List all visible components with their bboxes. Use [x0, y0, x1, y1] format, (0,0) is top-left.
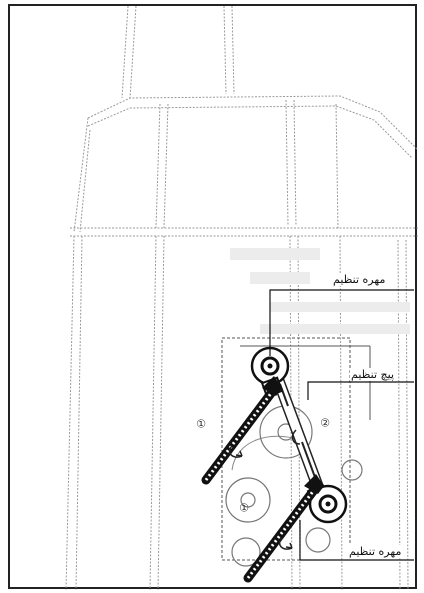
marker-2: ② [320, 417, 330, 430]
bottom-rod-end [306, 484, 348, 524]
wrench-bottom [243, 474, 324, 583]
housing-cap [70, 95, 419, 237]
svg-text:②: ② [320, 417, 330, 430]
callout-top-nut: مهره تنظیم [332, 273, 387, 286]
wrench-top [201, 376, 282, 485]
marker-1-bottom: ① [239, 502, 249, 515]
callout-bottom-nut: مهره تنظیم [348, 545, 403, 558]
rotation-arrows [228, 429, 301, 550]
housing-body [65, 235, 409, 591]
callout-adjust-screw: پیچ تنظیم [350, 368, 396, 381]
upper-column [121, 5, 235, 99]
svg-text:①: ① [196, 418, 206, 431]
image-frame [8, 4, 417, 589]
svg-text:①: ① [239, 502, 249, 515]
mechanism-plate [221, 337, 371, 561]
faded-text [230, 248, 410, 334]
leader-lines [269, 289, 414, 561]
marker-1-top: ① [196, 418, 206, 431]
